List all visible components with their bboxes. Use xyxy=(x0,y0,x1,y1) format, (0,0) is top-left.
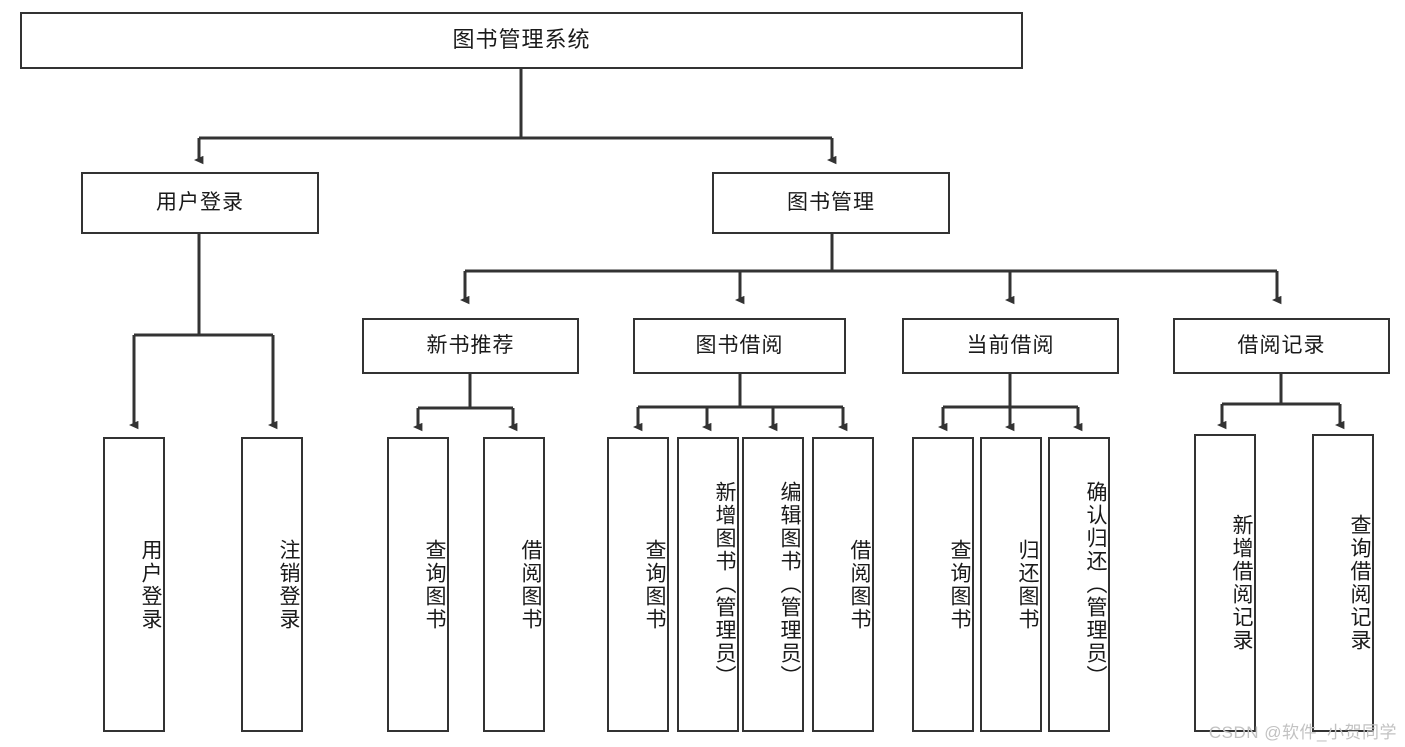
node-leaf-query-record[interactable]: 查询借阅记录 xyxy=(1312,434,1374,732)
node-leaf-borrow-book-1-label: 借阅图书 xyxy=(519,538,542,631)
node-user-login[interactable]: 用户登录 xyxy=(81,172,319,234)
node-new-book-recommend[interactable]: 新书推荐 xyxy=(362,318,579,374)
node-root-label: 图书管理系统 xyxy=(452,27,591,53)
node-leaf-edit-book-label: 编辑图书（管理员） xyxy=(778,481,801,688)
node-borrow-record[interactable]: 借阅记录 xyxy=(1173,318,1390,374)
node-leaf-user-logout[interactable]: 注销登录 xyxy=(241,437,303,732)
node-leaf-borrow-book-2-label: 借阅图书 xyxy=(848,538,871,631)
node-leaf-query-book-3[interactable]: 查询图书 xyxy=(912,437,974,732)
node-leaf-user-login[interactable]: 用户登录 xyxy=(103,437,165,732)
node-current-borrow[interactable]: 当前借阅 xyxy=(902,318,1119,374)
node-current-borrow-label: 当前借阅 xyxy=(966,334,1055,358)
node-leaf-query-record-label: 查询借阅记录 xyxy=(1348,514,1371,652)
node-leaf-query-book-2-label: 查询图书 xyxy=(643,538,666,631)
node-root[interactable]: 图书管理系统 xyxy=(20,12,1023,69)
node-book-borrow-label: 图书借阅 xyxy=(695,334,784,358)
node-leaf-confirm-return-label: 确认归还（管理员） xyxy=(1084,481,1107,688)
node-leaf-user-logout-label: 注销登录 xyxy=(277,538,300,631)
node-leaf-borrow-book-2[interactable]: 借阅图书 xyxy=(812,437,874,732)
node-leaf-query-book-3-label: 查询图书 xyxy=(948,538,971,631)
node-leaf-query-book-2[interactable]: 查询图书 xyxy=(607,437,669,732)
node-leaf-user-login-label: 用户登录 xyxy=(139,538,162,631)
node-book-borrow[interactable]: 图书借阅 xyxy=(633,318,846,374)
node-book-manage-label: 图书管理 xyxy=(787,191,875,215)
node-new-book-recommend-label: 新书推荐 xyxy=(426,334,515,358)
node-leaf-return-book-label: 归还图书 xyxy=(1016,538,1039,631)
node-leaf-add-record[interactable]: 新增借阅记录 xyxy=(1194,434,1256,732)
node-leaf-return-book[interactable]: 归还图书 xyxy=(980,437,1042,732)
node-leaf-query-book-1[interactable]: 查询图书 xyxy=(387,437,449,732)
node-leaf-borrow-book-1[interactable]: 借阅图书 xyxy=(483,437,545,732)
watermark: CSDN @软件_小贺同学 xyxy=(1208,723,1397,742)
node-leaf-add-book[interactable]: 新增图书（管理员） xyxy=(677,437,739,732)
node-leaf-add-book-label: 新增图书（管理员） xyxy=(713,481,736,688)
node-leaf-confirm-return[interactable]: 确认归还（管理员） xyxy=(1048,437,1110,732)
node-user-login-label: 用户登录 xyxy=(156,191,244,215)
node-leaf-edit-book[interactable]: 编辑图书（管理员） xyxy=(742,437,804,732)
node-book-manage[interactable]: 图书管理 xyxy=(712,172,950,234)
node-leaf-query-book-1-label: 查询图书 xyxy=(423,538,446,631)
node-borrow-record-label: 借阅记录 xyxy=(1237,334,1326,358)
node-leaf-add-record-label: 新增借阅记录 xyxy=(1230,514,1253,652)
